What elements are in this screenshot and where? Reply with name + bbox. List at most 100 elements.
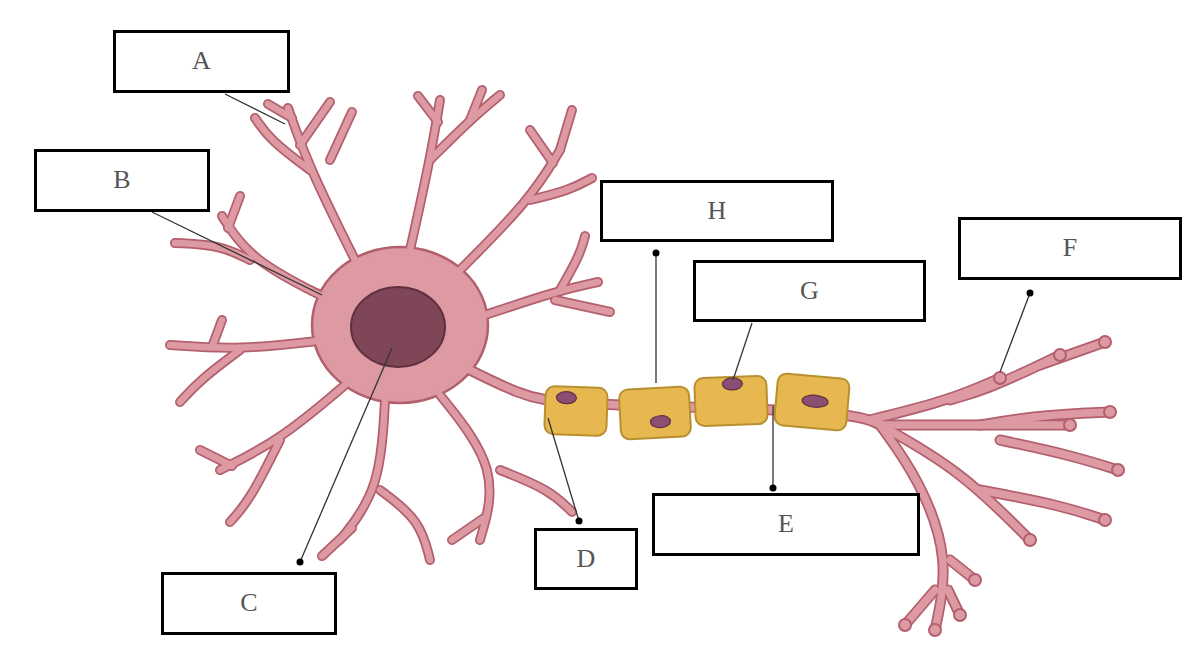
leader-line	[655, 253, 656, 383]
neurite-outline	[440, 395, 490, 540]
leader-line	[225, 94, 285, 124]
neurite	[880, 421, 1070, 429]
part-letter: B	[113, 166, 130, 195]
leader-line	[548, 418, 579, 521]
neurite	[430, 95, 500, 160]
axon-terminal	[994, 372, 1006, 384]
neurite	[228, 196, 240, 228]
schwann-cell	[544, 386, 608, 436]
cell-body	[316, 251, 484, 399]
neurite	[440, 395, 490, 540]
leader-dot	[576, 518, 583, 525]
neurite	[530, 130, 553, 163]
neurite-outline	[220, 385, 345, 470]
neurite-outline	[1040, 342, 1105, 365]
axon-terminal	[1099, 514, 1111, 526]
axon-terminal	[954, 609, 966, 621]
neurite	[220, 385, 345, 470]
neurite	[288, 108, 360, 270]
neurite-outline	[322, 528, 352, 556]
neurite-outline	[300, 102, 330, 145]
myelin-sheath	[774, 373, 850, 431]
part-letter: H	[708, 197, 727, 226]
leader-dot	[770, 485, 777, 492]
axon-terminal	[899, 619, 911, 631]
axon-terminal	[929, 624, 941, 636]
label-box: D	[534, 528, 638, 590]
neurite-outline	[500, 470, 572, 512]
neurite-outline	[200, 450, 232, 466]
neurite	[560, 236, 585, 290]
neurite	[870, 378, 1000, 420]
neurite	[980, 412, 1110, 425]
neurite	[470, 90, 482, 120]
schwann-cell	[774, 373, 850, 431]
neurite	[1000, 440, 1118, 470]
neurite	[980, 490, 1105, 520]
neurite	[380, 490, 430, 560]
neurite-outline	[380, 490, 430, 560]
neurite	[1040, 342, 1105, 365]
neurite	[300, 102, 330, 145]
part-letter: E	[778, 510, 794, 539]
neurite-outline	[228, 196, 240, 228]
leader-line	[1000, 293, 1030, 372]
neurite	[470, 282, 598, 320]
part-letter: A	[192, 47, 211, 76]
nucleus	[351, 287, 445, 367]
part-letter: D	[577, 545, 596, 574]
axon-terminal	[969, 574, 981, 586]
axon-terminal	[1054, 349, 1066, 361]
leader-dot	[653, 250, 660, 257]
neurite-outline	[170, 340, 325, 348]
neurite	[418, 96, 438, 122]
myelin-sheath	[619, 386, 692, 440]
neurite-outline	[530, 130, 553, 163]
axon-terminal	[1099, 336, 1111, 348]
label-box: E	[652, 493, 920, 556]
axon-terminal	[1064, 419, 1076, 431]
neurite	[230, 440, 280, 522]
leader-line	[733, 323, 752, 380]
neurite	[555, 300, 610, 312]
leader-dot	[297, 559, 304, 566]
axon-terminal	[1024, 534, 1036, 546]
neurite	[452, 518, 484, 540]
neurite	[200, 450, 232, 466]
label-box: H	[600, 180, 834, 242]
neurite	[268, 104, 292, 118]
neurite-outline	[870, 378, 1000, 420]
label-box: A	[113, 30, 290, 93]
schwann-cell	[619, 386, 692, 440]
neurite	[222, 216, 330, 300]
part-letter: G	[800, 277, 819, 306]
neurite-outline	[418, 96, 438, 122]
neurite-outline	[330, 112, 352, 160]
myelin-sheath	[544, 386, 608, 436]
part-letter: F	[1063, 234, 1077, 263]
neurite-outline	[560, 236, 585, 290]
leader-line	[300, 348, 392, 562]
neurite-outline	[180, 350, 240, 402]
neurite-outline	[455, 150, 560, 275]
schwann-cell	[694, 376, 768, 426]
leader-line	[772, 406, 773, 488]
neurite	[530, 178, 592, 200]
neurite	[340, 400, 385, 540]
neurite	[180, 350, 240, 402]
label-box: C	[161, 572, 337, 635]
neurite-outline	[212, 320, 222, 347]
neurite	[170, 340, 325, 348]
schwann-nucleus	[722, 378, 742, 391]
label-box: G	[693, 260, 926, 322]
neurite	[455, 150, 560, 275]
part-letter: C	[240, 589, 257, 618]
schwann-nucleus	[650, 415, 671, 428]
schwann-nucleus	[556, 391, 576, 404]
label-box: B	[34, 149, 210, 212]
axon-terminal	[1104, 406, 1116, 418]
neurite	[322, 528, 352, 556]
neurite-outline	[288, 108, 360, 270]
neurite	[330, 112, 352, 160]
